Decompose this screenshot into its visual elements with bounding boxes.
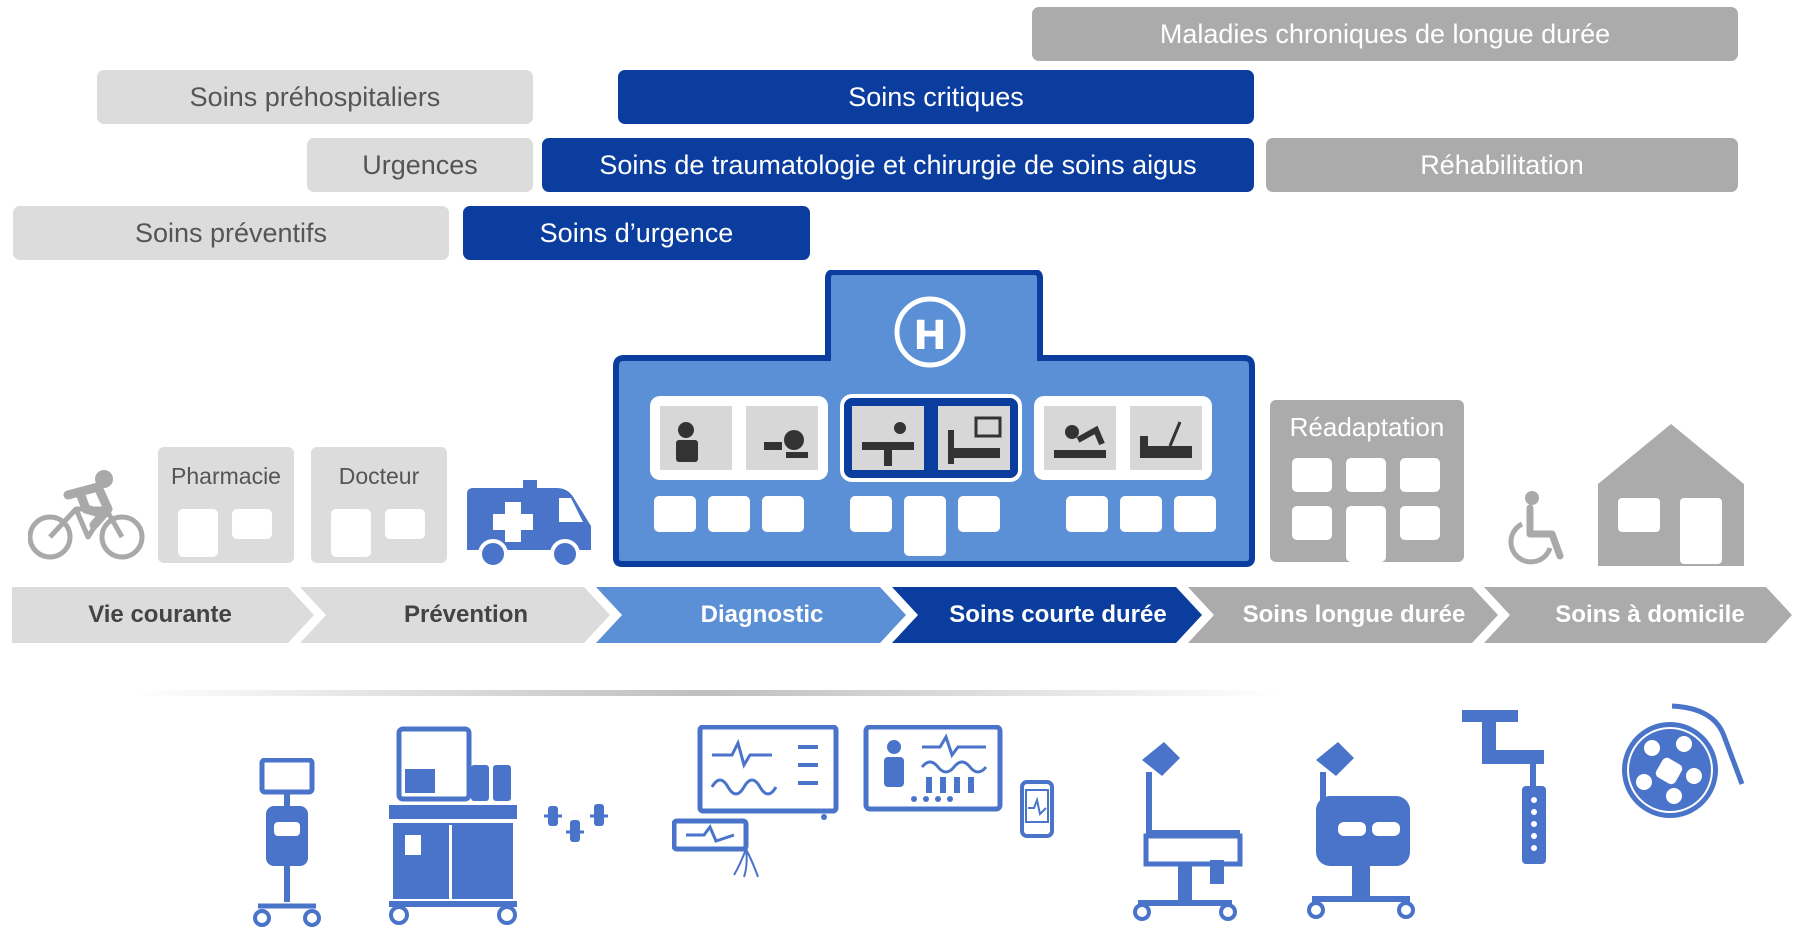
central-monitor-icon — [863, 725, 1003, 812]
patient-monitor-icon — [672, 725, 839, 878]
doctor-label: Docteur — [338, 463, 420, 489]
stage-soins-longue-duree: Soins longue durée — [1242, 601, 1466, 628]
rehab-label: Réadaptation — [1289, 412, 1445, 442]
surgical-light-icon — [1622, 703, 1745, 818]
pharmacy-building: Pharmacie — [158, 447, 294, 563]
anesthesia-machine-icon — [389, 726, 517, 925]
bar-soins-traumatologie: Soins de traumatologie et chirurgie de s… — [542, 138, 1254, 192]
stage-soins-domicile: Soins à domicile — [1555, 601, 1745, 628]
wheelchair-icon — [1508, 491, 1564, 565]
mobile-monitor-icon — [1020, 780, 1054, 838]
hospital-sign: H — [913, 313, 947, 359]
bar-soins-urgence: Soins d’urgence — [463, 206, 810, 260]
bar-soins-preventifs: Soins préventifs — [13, 206, 449, 260]
stage-soins-courte-duree: Soins courte durée — [949, 601, 1167, 628]
divider-shadow — [130, 690, 1280, 696]
stage-prevention: Prévention — [403, 601, 529, 628]
pharmacy-label: Pharmacie — [171, 463, 281, 489]
bar-soins-prehospitaliers: Soins préhospitaliers — [97, 70, 533, 124]
hospital-building — [613, 270, 1255, 567]
incubator-icon — [1307, 742, 1415, 919]
home-icon — [1598, 424, 1744, 566]
doctor-building: Docteur — [311, 447, 447, 563]
ambulance-icon — [467, 480, 591, 569]
cyclist-icon — [28, 470, 145, 560]
bar-rehabilitation: Réhabilitation — [1266, 138, 1738, 192]
bar-soins-critiques: Soins critiques — [618, 70, 1254, 124]
bar-urgences: Urgences — [307, 138, 533, 192]
infant-warmer-icon — [1133, 742, 1243, 921]
pathway-arrows — [12, 587, 1792, 643]
stage-vie-courante: Vie courante — [88, 601, 232, 628]
ceiling-pendant-icon — [1462, 710, 1546, 864]
stage-diagnostic: Diagnostic — [700, 601, 824, 628]
gas-cylinders-icon — [544, 804, 608, 842]
rehab-building: Réadaptation — [1270, 400, 1464, 562]
bar-maladies-chroniques: Maladies chroniques de longue durée — [1032, 7, 1738, 61]
ventilator-icon — [253, 758, 321, 927]
